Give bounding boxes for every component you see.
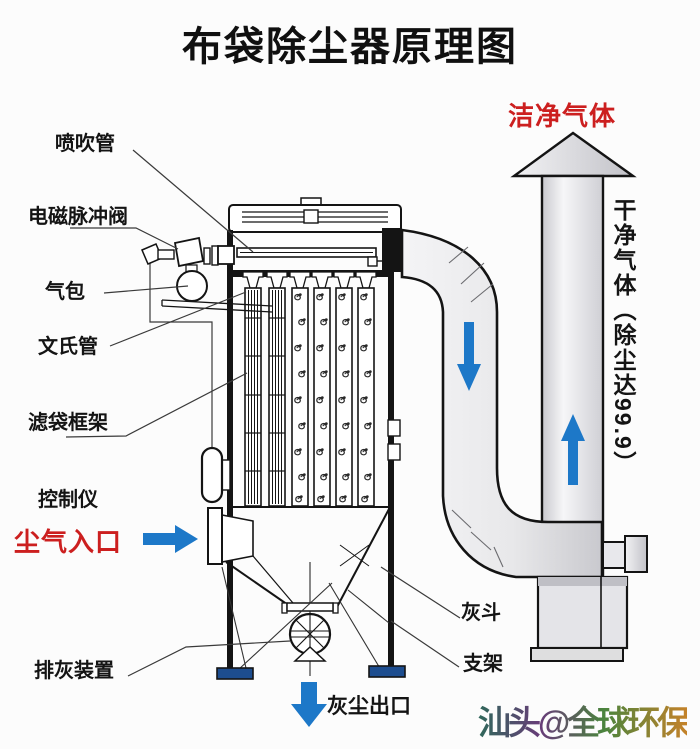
filter-bag-cages: [244, 287, 286, 507]
watermark: 汕头@全球环保: [478, 696, 690, 744]
left-leg: [227, 560, 233, 670]
duct-arrow-down-icon: [457, 322, 481, 391]
stack-cap: [510, 131, 637, 178]
support-braces: [221, 566, 390, 671]
right-leg: [388, 508, 394, 670]
inlet-nozzle: [207, 507, 254, 565]
leader-support: [390, 620, 460, 668]
duct-segment-ticks: [448, 246, 504, 568]
label-blow-pipe: 喷吹管: [55, 133, 115, 155]
label-venturi: 文氏管: [38, 336, 98, 358]
pulse-valve-body: [173, 236, 205, 268]
leader-lines: [65, 149, 461, 677]
stack-arrow-up-icon: [561, 414, 585, 485]
filter-bags-dusty: [291, 287, 375, 507]
rotary-ash-valve: [281, 602, 339, 662]
leader-hopper: [380, 566, 461, 619]
ash-hopper: [225, 506, 390, 608]
label-controller: 控制仪: [38, 489, 98, 511]
page-title: 布袋除尘器原理图: [182, 25, 518, 69]
flow-arrows: [143, 322, 585, 727]
stack-base-plate: [530, 647, 624, 662]
pulse-jet-assembly: [141, 236, 273, 448]
label-support: 支架: [463, 653, 503, 675]
label-ash-discharge: 排灰装置: [34, 660, 114, 682]
label-hopper: 灰斗: [461, 602, 501, 624]
leader-bag-cage: [65, 372, 248, 438]
label-dust-outlet: 灰尘出口: [327, 695, 411, 718]
leader-air-bag: [103, 285, 189, 294]
stack-tube: [540, 174, 605, 579]
label-bag-cage: 滤袋框架: [28, 412, 108, 434]
label-pulse-valve: 电磁脉冲阀: [28, 206, 128, 228]
leader-ash-discharge: [127, 640, 291, 677]
leader-pulse-valve: [70, 227, 179, 250]
label-stack-note: 干净气体（除尘达99.9）: [610, 198, 636, 476]
label-clean-gas: 洁净气体: [508, 101, 617, 131]
outlet-duct: [400, 228, 604, 579]
left-wall: [227, 230, 233, 560]
controller-unit: [200, 446, 231, 504]
outlet-plenum-block: [382, 228, 402, 272]
control-wiring: [149, 262, 213, 448]
right-wall: [388, 270, 394, 508]
top-lid: [228, 197, 402, 233]
blow-pipe: [236, 247, 388, 267]
left-foot-pad: [216, 667, 254, 680]
label-air-bag: 气包: [45, 281, 85, 303]
fan-motor-block: [624, 535, 648, 573]
stack-base-fan: [530, 535, 648, 662]
outlet-arrow-down-icon: [291, 682, 327, 727]
leader-blow-pipe: [132, 149, 254, 253]
venturi-tubes: [242, 271, 377, 289]
stack-chimney: [510, 131, 637, 579]
leader-venturi: [109, 291, 247, 347]
label-dust-inlet: 尘气入口: [14, 527, 123, 557]
inlet-arrow-right-icon: [143, 525, 198, 553]
right-foot-pad: [368, 665, 406, 678]
